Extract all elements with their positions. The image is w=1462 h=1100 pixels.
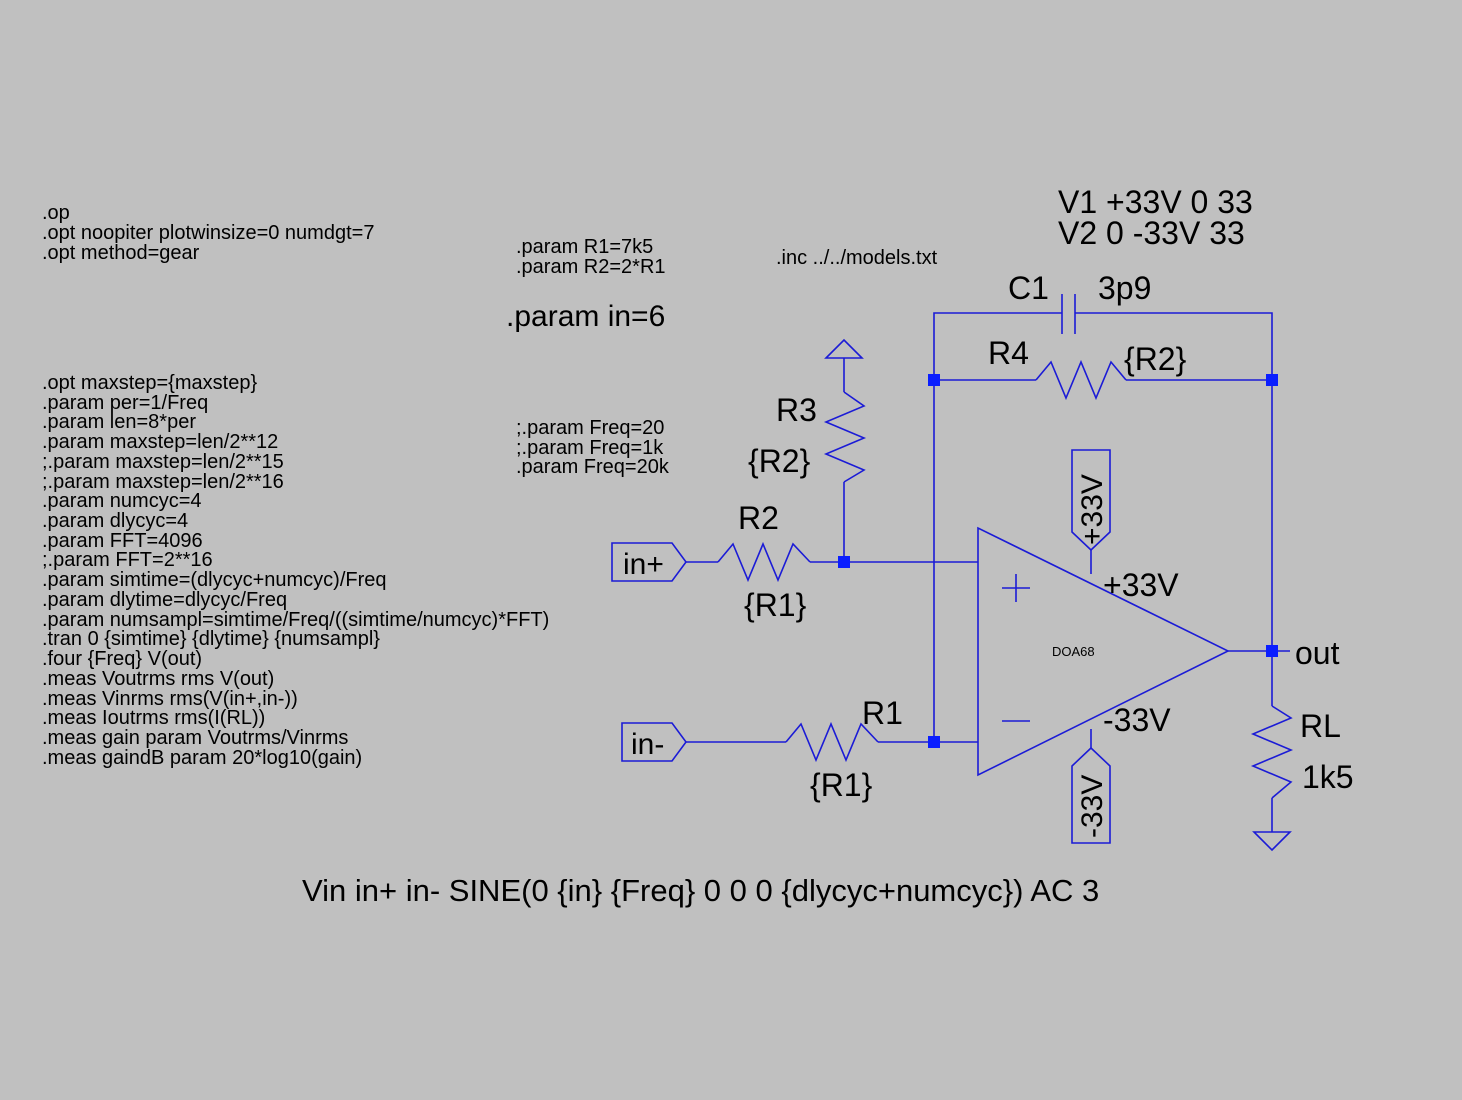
supply-flag-neg[interactable] [1071, 746, 1111, 844]
r2-name: R2 [738, 500, 779, 536]
directive-line: .param len=8*per [42, 411, 196, 433]
resistor-r1[interactable] [785, 721, 879, 763]
directive-line: .param Freq=20k [516, 456, 670, 478]
directive-line: .param simtime=(dlycyc+numcyc)/Freq [42, 569, 387, 591]
port-flag-in-minus[interactable] [621, 722, 687, 762]
rail-triangle-icon[interactable] [824, 338, 864, 359]
directive-line: .param per=1/Freq [42, 392, 208, 414]
directive-line: ;.param Freq=1k [516, 437, 664, 459]
ground-icon[interactable] [1252, 831, 1292, 852]
resistor-r4[interactable] [1035, 359, 1127, 401]
rl-name: RL [1300, 708, 1341, 744]
capacitor-c1[interactable] [1061, 294, 1076, 334]
rl-value: 1k5 [1302, 759, 1354, 795]
r1-value: {R1} [810, 767, 873, 803]
directive-line: .tran 0 {simtime} {dlytime} {numsampl} [42, 628, 380, 650]
directive-block-supplies[interactable]: V1 +33V 0 33 V2 0 -33V 33 [1058, 184, 1253, 251]
directive-line: .param R2=2*R1 [516, 256, 666, 278]
directive-line: .param numcyc=4 [42, 490, 202, 512]
supply-flag-pos-label: +33V [1076, 474, 1109, 545]
directive-param-in[interactable]: .param in=6 [506, 300, 665, 333]
resistor-rl[interactable] [1250, 705, 1294, 799]
junction-node[interactable] [1266, 374, 1278, 386]
net-label-out: out [1295, 635, 1340, 671]
r3-value: {R2} [748, 443, 811, 479]
directive-line: .param maxstep=len/2**12 [42, 431, 278, 453]
junctions [838, 374, 1278, 748]
directive-line: .meas Vinrms rms(V(in+,in-)) [42, 688, 298, 710]
directive-line: V2 0 -33V 33 [1058, 215, 1245, 251]
opamp-doa68[interactable] [977, 526, 1230, 777]
resistor-r2[interactable] [717, 541, 811, 583]
r4-name: R4 [988, 335, 1029, 371]
c1-name: C1 [1008, 270, 1049, 306]
directive-line: .opt maxstep={maxstep} [42, 372, 257, 394]
junction-node[interactable] [928, 374, 940, 386]
directive-line: V1 +33V 0 33 [1058, 184, 1253, 220]
wire-feedback-cap-left[interactable] [933, 312, 1062, 742]
directive-line: ;.param maxstep=len/2**16 [42, 471, 284, 493]
supply-flag-neg-label: -33V [1076, 775, 1109, 838]
directive-include[interactable]: .inc ../../models.txt [776, 247, 938, 269]
port-label-in-plus: in+ [623, 548, 664, 581]
directive-line: .meas gaindB param 20*log10(gain) [42, 747, 362, 769]
r2-value: {R1} [744, 587, 807, 623]
directive-line: .param FFT=4096 [42, 530, 203, 552]
directive-line: ;.param maxstep=len/2**15 [42, 451, 284, 473]
junction-node[interactable] [928, 736, 940, 748]
directive-block-resistor-params[interactable]: .param R1=7k5 .param R2=2*R1 [516, 236, 666, 278]
r3-name: R3 [776, 392, 817, 428]
r1-name: R1 [862, 695, 903, 731]
port-flag-in-plus[interactable] [611, 542, 687, 582]
opamp-triangle-icon [977, 526, 1230, 777]
directive-line: .opt noopiter plotwinsize=0 numdgt=7 [42, 222, 374, 244]
directive-line: .meas Voutrms rms V(out) [42, 668, 274, 690]
opamp-plus-sign [1002, 574, 1030, 602]
directive-line: .param numsampl=simtime/Freq/((simtime/n… [42, 609, 549, 631]
directive-line: ;.param Freq=20 [516, 417, 664, 439]
junction-node[interactable] [1266, 645, 1278, 657]
directive-block-options[interactable]: .op .opt noopiter plotwinsize=0 numdgt=7… [42, 202, 374, 264]
directive-block-freq[interactable]: ;.param Freq=20 ;.param Freq=1k .param F… [516, 417, 670, 478]
wire-feedback-cap-right[interactable] [1075, 312, 1273, 651]
supply-flag-pos[interactable] [1071, 449, 1111, 552]
directive-line: .four {Freq} V(out) [42, 648, 202, 670]
neg-supply-pin-label: -33V [1103, 702, 1171, 738]
directive-block-analysis[interactable]: .opt maxstep={maxstep} .param per=1/Freq… [42, 372, 549, 769]
directive-line: .meas Ioutrms rms(I(RL)) [42, 707, 265, 729]
directive-line: .meas gain param Voutrms/Vinrms [42, 727, 348, 749]
directive-line: ;.param FFT=2**16 [42, 549, 213, 571]
opamp-model: DOA68 [1052, 644, 1095, 659]
r4-value: {R2} [1124, 341, 1187, 377]
junction-node[interactable] [838, 556, 850, 568]
directive-line: .param dlytime=dlycyc/Freq [42, 589, 287, 611]
directive-line: .param dlycyc=4 [42, 510, 188, 532]
wires [686, 312, 1290, 832]
directive-line: .op [42, 202, 70, 224]
port-label-in-minus: in- [631, 728, 664, 761]
source-definition[interactable]: Vin in+ in- SINE(0 {in} {Freq} 0 0 0 {dl… [302, 873, 1099, 908]
c1-value: 3p9 [1098, 270, 1151, 306]
pos-supply-pin-label: +33V [1103, 567, 1179, 603]
directive-line: .param R1=7k5 [516, 236, 653, 258]
resistor-r3[interactable] [823, 391, 867, 483]
directive-line: .opt method=gear [42, 242, 200, 264]
